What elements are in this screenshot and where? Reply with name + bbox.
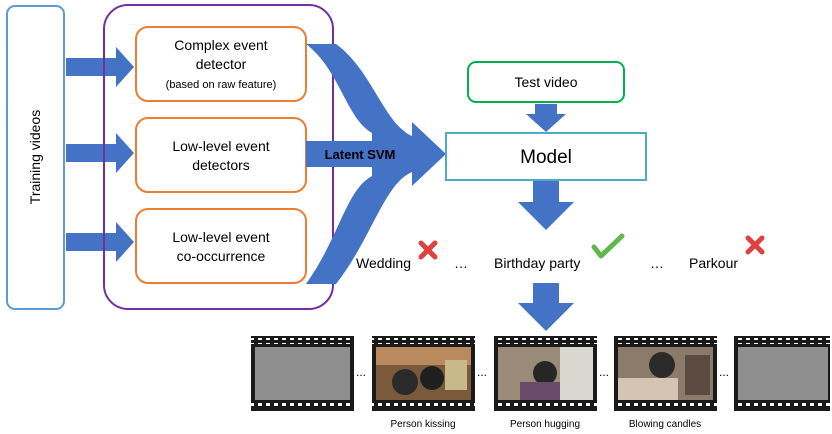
- arrow-to-frames: [518, 283, 574, 331]
- lowlevel-detectors-line2: detectors: [192, 157, 250, 173]
- wedding-cross-icon: [418, 240, 438, 260]
- film-frame-person-hugging: [494, 336, 597, 411]
- latent-svm-flow-arrow: [306, 44, 446, 284]
- cooccurrence-line1: Low-level event: [172, 229, 269, 245]
- complex-detector-line3: (based on raw feature): [166, 79, 277, 91]
- arrow-to-complex-detector: [66, 47, 134, 87]
- training-videos-box: [6, 5, 65, 310]
- arrow-to-lowlevel-detectors: [66, 133, 134, 173]
- frame-ellipsis-4: ...: [719, 365, 729, 379]
- class-wedding: Wedding: [356, 255, 411, 271]
- frame-ellipsis-1: ...: [356, 365, 366, 379]
- frame-ellipsis-2: ...: [477, 365, 487, 379]
- class-birthday-party: Birthday party: [494, 255, 580, 271]
- film-frame-1: [251, 336, 354, 411]
- arrow-test-to-model: [526, 104, 566, 132]
- training-videos-label: Training videos: [27, 110, 43, 204]
- caption-person-kissing: Person kissing: [390, 419, 455, 430]
- caption-person-hugging: Person hugging: [510, 419, 580, 430]
- caption-blowing-candles: Blowing candles: [629, 419, 701, 430]
- parkour-cross-icon: [745, 235, 765, 255]
- model-box: [445, 132, 647, 181]
- latent-svm-label: Latent SVM: [325, 147, 396, 162]
- film-frame-blowing-candles: [614, 336, 717, 411]
- cooccurrence-line2: co-occurrence: [177, 248, 266, 264]
- arrow-model-to-classes: [518, 181, 574, 230]
- complex-detector-line2: detector: [196, 56, 247, 72]
- class-ellipsis-1: …: [454, 255, 468, 271]
- model-label: Model: [520, 147, 572, 168]
- lowlevel-cooccurrence-box: [135, 208, 307, 284]
- complex-event-detector-box: [135, 26, 307, 102]
- lowlevel-event-detectors-box: [135, 117, 307, 193]
- class-ellipsis-2: …: [650, 255, 664, 271]
- frame-ellipsis-3: ...: [599, 365, 609, 379]
- complex-detector-line1: Complex event: [174, 37, 267, 53]
- film-frame-person-kissing: [372, 336, 475, 411]
- film-frame-last: [734, 336, 830, 411]
- training-arrows: [66, 47, 134, 262]
- arrow-to-cooccurrence: [66, 222, 134, 262]
- class-parkour: Parkour: [689, 255, 738, 271]
- lowlevel-detectors-line1: Low-level event: [172, 138, 269, 154]
- test-video-box: [467, 61, 625, 103]
- birthday-check-icon: [591, 233, 625, 259]
- test-video-label: Test video: [514, 74, 577, 90]
